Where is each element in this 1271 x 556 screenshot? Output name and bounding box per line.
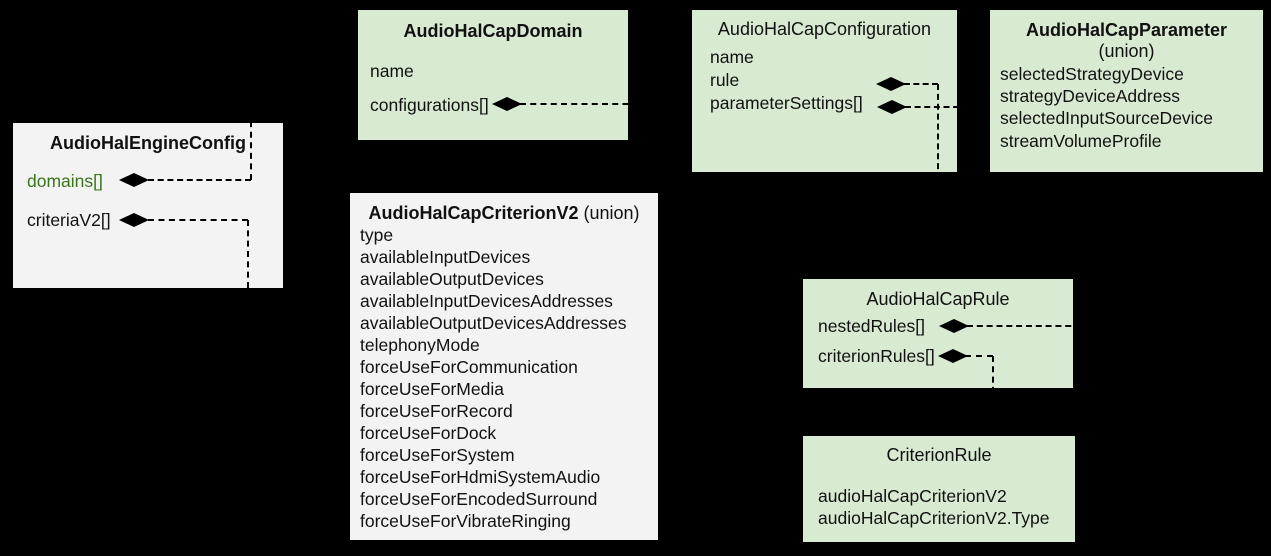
- composition-diamond-icon: [119, 213, 149, 227]
- field-name: name: [370, 61, 414, 81]
- field-list: type availableInputDevices availableOutp…: [360, 224, 627, 532]
- class-subtitle-union: (union): [1098, 41, 1155, 61]
- field-force-use-for-record: forceUseForRecord: [360, 401, 513, 421]
- composition-diamond-icon: [492, 97, 522, 111]
- class-title: CriterionRule: [886, 445, 992, 465]
- class-title: AudioHalCapDomain: [403, 21, 583, 41]
- class-title: AudioHalEngineConfig: [50, 133, 246, 153]
- field-force-use-for-hdmi-system-audio: forceUseForHdmiSystemAudio: [360, 467, 601, 487]
- class-title: AudioHalCapConfiguration: [717, 19, 932, 39]
- composition-diamond-icon: [938, 349, 968, 363]
- field-criteria-v2: criteriaV2[]: [27, 210, 111, 230]
- connector-domains-h: [148, 179, 251, 181]
- class-box-audio-hal-cap-criterion-v2: AudioHalCapCriterionV2 (union) type avai…: [350, 193, 658, 540]
- field-force-use-for-vibrate-ringing: forceUseForVibrateRinging: [360, 511, 571, 531]
- class-subtitle-union: (union): [583, 203, 640, 223]
- field-audio-hal-cap-criterion-v2-type: audioHalCapCriterionV2.Type: [818, 508, 1050, 528]
- field-strategy-device-address: strategyDeviceAddress: [1000, 86, 1180, 106]
- field-name: name: [710, 47, 754, 67]
- class-box-audio-hal-cap-parameter: AudioHalCapParameter (union) selectedStr…: [990, 10, 1263, 172]
- field-parameter-settings: parameterSettings[]: [710, 93, 863, 113]
- field-force-use-for-encoded-surround: forceUseForEncodedSurround: [360, 489, 598, 509]
- field-force-use-for-system: forceUseForSystem: [360, 445, 515, 465]
- class-box-audio-hal-engine-config: AudioHalEngineConfig domains[] criteriaV…: [13, 123, 283, 288]
- connector-criterion-rules-h: [965, 355, 993, 357]
- field-available-input-devices-addresses: availableInputDevicesAddresses: [360, 291, 613, 311]
- field-available-output-devices-addresses: availableOutputDevicesAddresses: [360, 313, 627, 333]
- composition-diamond-icon: [939, 319, 969, 333]
- field-force-use-for-dock: forceUseForDock: [360, 423, 497, 443]
- class-title: AudioHalCapRule: [866, 289, 1010, 309]
- connector-parameter-settings-h: [905, 106, 988, 108]
- field-force-use-for-media: forceUseForMedia: [360, 379, 504, 399]
- field-stream-volume-profile: streamVolumeProfile: [1000, 131, 1162, 151]
- field-force-use-for-communication: forceUseForCommunication: [360, 357, 578, 377]
- composition-diamond-icon: [119, 173, 149, 187]
- class-box-criterion-rule: CriterionRule audioHalCapCriterionV2 aud…: [803, 436, 1075, 542]
- field-nested-rules: nestedRules[]: [818, 316, 926, 336]
- field-selected-input-source-device: selectedInputSourceDevice: [1000, 108, 1214, 128]
- field-domains: domains[]: [27, 171, 103, 191]
- field-criterion-rules: criterionRules[]: [818, 346, 935, 366]
- class-title: AudioHalCapCriterionV2 (union): [350, 203, 658, 224]
- field-telephony-mode: telephonyMode: [360, 335, 480, 355]
- field-type: type: [360, 225, 394, 245]
- connector-rule-v: [937, 84, 939, 278]
- class-box-audio-hal-cap-rule: AudioHalCapRule nestedRules[] criterionR…: [803, 279, 1073, 388]
- field-configurations: configurations[]: [370, 95, 489, 115]
- field-selected-strategy-device: selectedStrategyDevice: [1000, 64, 1184, 84]
- composition-diamond-icon: [876, 77, 906, 91]
- field-rule: rule: [710, 70, 740, 90]
- field-available-input-devices: availableInputDevices: [360, 247, 531, 267]
- connector-nested-rules-h: [967, 325, 1140, 327]
- connector-criteria-v2-v: [247, 220, 249, 350]
- connector-criteria-v2-h: [148, 219, 248, 221]
- class-box-audio-hal-cap-domain: AudioHalCapDomain name configurations[]: [358, 10, 628, 140]
- connector-domains-v: [250, 100, 252, 180]
- connector-criterion-rules-v: [992, 356, 994, 434]
- class-title-name: AudioHalCapCriterionV2: [368, 203, 579, 223]
- field-available-output-devices: availableOutputDevices: [360, 269, 544, 289]
- field-audio-hal-cap-criterion-v2: audioHalCapCriterionV2: [818, 486, 1007, 506]
- class-box-audio-hal-cap-configuration: AudioHalCapConfiguration name rule param…: [692, 10, 957, 172]
- connector-rule-h: [904, 83, 938, 85]
- class-title: AudioHalCapParameter: [1025, 20, 1228, 40]
- connector-configurations-h: [520, 103, 690, 105]
- composition-diamond-icon: [877, 100, 907, 114]
